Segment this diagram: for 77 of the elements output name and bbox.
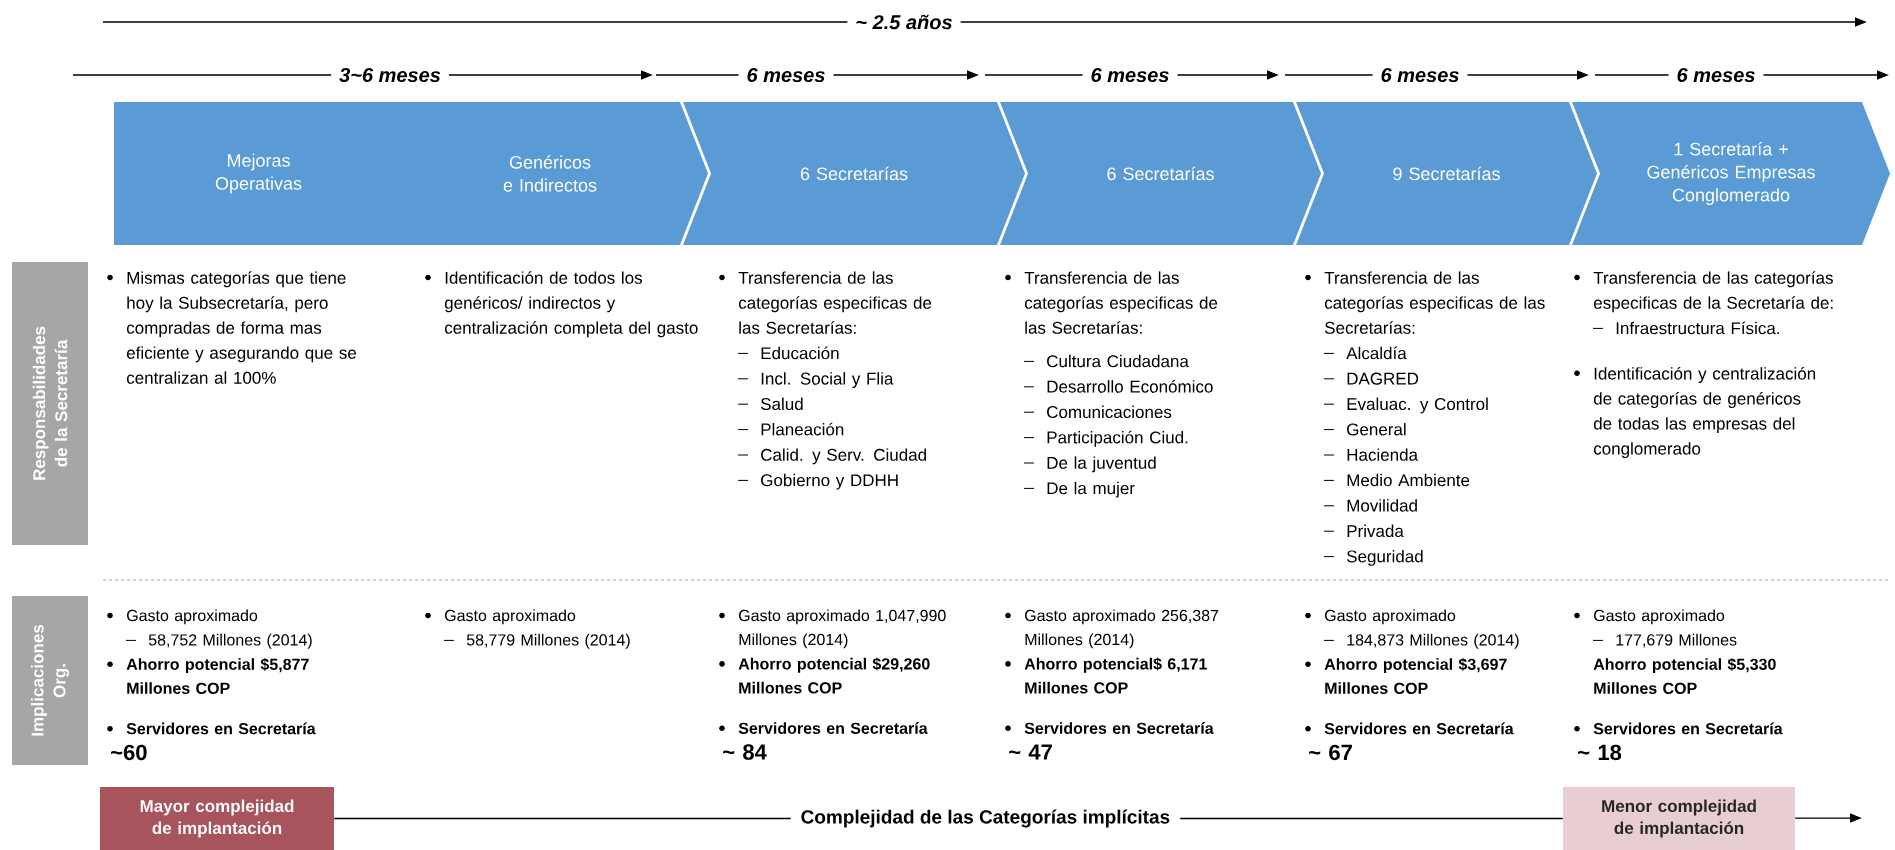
bullet-item: Ahorro potencial$ 6,171 Millones COP xyxy=(1005,657,1207,694)
sub-item: Infraestructura Física. xyxy=(1592,321,1779,335)
duration-label: 6 meses xyxy=(1082,65,1178,85)
bullet-item: Identificación de todos los genéricos/ indirectos y centralización completa del gasto xyxy=(425,271,698,338)
sub-item: Hacienda xyxy=(1323,448,1418,461)
sub-item: Planeación xyxy=(737,422,844,436)
node-label: 9 Secretarías xyxy=(1393,166,1500,181)
node-label: 6 Secretarías xyxy=(1107,166,1214,181)
sub-item: De la juventud xyxy=(1023,456,1156,473)
edge-label: Complejidad de las Categorías implícitas xyxy=(790,806,1181,831)
phase-banner: 6 Secretarías xyxy=(683,102,1025,245)
node-label: 1 Secretaría + Genéricos Empresas Conglomerado xyxy=(1647,142,1815,205)
bullet-item: Gasto aproximado xyxy=(107,609,258,625)
bullet-item: Servidores en Secretaría xyxy=(719,722,928,734)
sub-item: Evaluac. y Control xyxy=(1323,397,1488,414)
sub-item: Salud xyxy=(737,397,803,411)
row-header: Implicaciones Org. xyxy=(12,596,88,765)
duration-label: 6 meses xyxy=(1668,65,1764,85)
staff-count: ~ 18 xyxy=(1578,744,1622,761)
duration-label: 3~6 meses xyxy=(331,65,449,85)
sub-item: Seguridad xyxy=(1323,550,1423,566)
sub-item: 184,873 Millones (2014) xyxy=(1323,633,1519,649)
sub-item: 177,679 Millones xyxy=(1592,633,1737,648)
sub-item: Desarrollo Económico xyxy=(1023,380,1213,393)
sub-item: De la mujer xyxy=(1023,481,1135,498)
bullet-item: Identificación y centralización de categorías de genéricos de todas las empresas del conglomerado xyxy=(1574,367,1816,458)
bullet-item: Transferencia de las categorías especificas de las Secretarías: xyxy=(1305,271,1545,334)
bullet-item: Mismas categorías que tiene hoy la Subsecretaría, pero compradas de forma mas eficiente y asegurando que se centralizan al 100% xyxy=(107,271,356,384)
duration-label: 6 meses xyxy=(738,65,834,85)
sub-item: Cultura Ciudadana xyxy=(1023,354,1189,368)
bullet-item: Servidores en Secretaría xyxy=(1305,722,1514,735)
bullet-item: Transferencia de las categorías especificas de las Secretarías: xyxy=(719,271,932,334)
staff-count: ~ 47 xyxy=(1009,744,1052,760)
sub-item: Participación Ciud. xyxy=(1023,430,1188,447)
complexity-box: Menor complejidad de implantación xyxy=(1563,787,1795,850)
phase-banner: Genéricos e Indirectos xyxy=(392,102,708,245)
bullet-item: Gasto aproximado xyxy=(1305,609,1456,625)
sub-item: Privada xyxy=(1323,524,1404,538)
bullet-item: Servidores en Secretaría xyxy=(1574,722,1783,735)
sub-item: 58,752 Millones (2014) xyxy=(125,633,312,649)
sub-item: Movilidad xyxy=(1323,499,1417,512)
bullet-item: Servidores en Secretaría xyxy=(107,722,316,735)
staff-count: ~ 67 xyxy=(1309,744,1352,761)
bullet-item: Ahorro potencial $5,877 Millones COP xyxy=(107,657,309,694)
staff-count: ~ 84 xyxy=(723,744,767,760)
staff-count: ~60 xyxy=(111,744,147,761)
sub-item: Educación xyxy=(737,346,839,360)
sub-item: Alcaldía xyxy=(1323,346,1407,360)
sub-item: Medio Ambiente xyxy=(1323,473,1470,487)
sub-item: General xyxy=(1323,423,1406,436)
bullet-item: Servidores en Secretaría xyxy=(1005,722,1214,734)
bullet-item: Ahorro potencial $3,697 Millones COP xyxy=(1305,657,1507,694)
bullet-item: Gasto aproximado xyxy=(1574,609,1725,625)
phase-banner: 6 Secretarías xyxy=(1000,102,1321,245)
note-text: Ahorro potencial $5,330 Millones COP xyxy=(1593,657,1776,694)
sub-item: Comunicaciones xyxy=(1023,405,1172,419)
bullet-item: Transferencia de las categorías especificas de la Secretaría de: xyxy=(1574,271,1833,313)
sub-item: Gobierno y DDHH xyxy=(737,473,898,490)
bullet-item: Gasto aproximado 256,387 Millones (2014) xyxy=(1005,609,1219,649)
phase-banner: 9 Secretarías xyxy=(1296,102,1597,245)
bullet-item: Gasto aproximado 1,047,990 Millones (2014) xyxy=(719,609,946,649)
complexity-box: Mayor complejidad de implantación xyxy=(100,787,334,850)
bullet-item: Ahorro potencial $29,260 Millones COP xyxy=(719,657,930,694)
row-header: Responsabilidades de la Secretaría xyxy=(12,262,88,545)
duration-label: 6 meses xyxy=(1372,65,1468,85)
node-label: 6 Secretarías xyxy=(800,166,908,181)
duration-label: ~ 2.5 años xyxy=(847,12,961,32)
sub-item: DAGRED xyxy=(1323,372,1419,385)
node-label: Mejoras Operativas xyxy=(215,153,302,194)
bullet-item: Transferencia de las categorías especificas de las Secretarías: xyxy=(1005,271,1218,334)
bullet-item: Gasto aproximado xyxy=(425,609,576,625)
sub-item: Calid. y Serv. Ciudad xyxy=(737,448,926,465)
phase-banner: Mejoras Operativas xyxy=(114,102,431,245)
sub-item: Incl. Social y Flia xyxy=(737,372,894,388)
node-label: Genéricos e Indirectos xyxy=(503,155,597,192)
sub-item: 58,779 Millones (2014) xyxy=(443,633,630,649)
phase-banner: 1 Secretaría + Genéricos Empresas Conglomerado xyxy=(1572,102,1890,245)
